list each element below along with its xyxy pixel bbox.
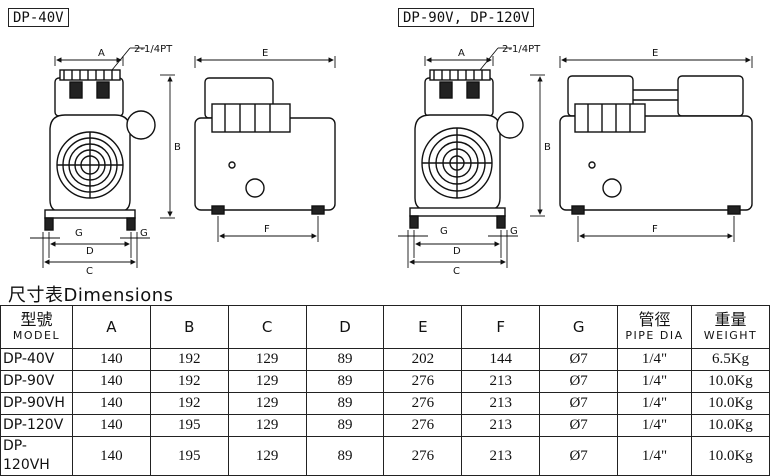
dim-b-label-left: B (174, 142, 181, 153)
cell-weight: 10.0Kg (690, 370, 771, 393)
table-row: DP-120V 140 195 129 89 276 213 Ø7 1/4" 1… (0, 414, 771, 437)
header-pipe-sub: PIPE DIA (625, 329, 684, 342)
drawing-label-dp40v: DP-40V (8, 8, 69, 27)
dim-d-label-right: D (453, 246, 461, 257)
cell-g: Ø7 (539, 348, 619, 371)
header-weight: 重量 WEIGHT (690, 305, 771, 349)
cell-pipe: 1/4" (617, 348, 692, 371)
cell-weight: 6.5Kg (690, 348, 771, 371)
cell-pipe: 1/4" (617, 414, 692, 437)
cell-a: 140 (71, 414, 151, 437)
header-f: F (461, 305, 541, 349)
cell-f: 213 (461, 414, 541, 437)
cell-model: DP-120V (0, 414, 73, 437)
cell-a: 140 (71, 348, 151, 371)
dim-d-label-left: D (86, 246, 94, 257)
cell-c: 129 (227, 392, 307, 415)
dim-e-label-right: E (652, 48, 658, 59)
header-model-sub: MODEL (12, 329, 61, 342)
cell-a: 140 (71, 392, 151, 415)
cell-pipe: 1/4" (617, 392, 692, 415)
header-pipe-main: 管徑 (638, 310, 671, 329)
dim-f-label-right: F (652, 224, 658, 235)
drawing-label-dp90v-dp120v: DP-90V, DP-120V (398, 8, 535, 27)
cell-e: 276 (383, 392, 463, 415)
cell-model: DP-90VH (0, 392, 73, 415)
dim-f-label-left: F (264, 224, 270, 235)
cell-e: 276 (383, 370, 463, 393)
header-e: E (383, 305, 463, 349)
cell-b: 195 (149, 414, 229, 437)
header-pipe-dia: 管徑 PIPE DIA (617, 305, 692, 349)
cell-d: 89 (305, 436, 385, 476)
header-g: G (539, 305, 619, 349)
header-d: D (305, 305, 385, 349)
cell-model: DP-40V (0, 348, 73, 371)
cell-d: 89 (305, 370, 385, 393)
table-row: DP-90VH 140 192 129 89 276 213 Ø7 1/4" 1… (0, 392, 771, 415)
dim-g-label-left-2: G (140, 228, 148, 239)
dimensions-table: 型號 MODEL A B C D E F G 管徑 PIPE DIA 重量 WE… (0, 305, 771, 476)
dim-a-label-right: A (458, 48, 465, 59)
cell-model: DP-90V (0, 370, 73, 393)
cell-c: 129 (227, 348, 307, 371)
dim-g-label-right-1: G (440, 226, 448, 237)
cell-b: 192 (149, 392, 229, 415)
table-row: DP-40V 140 192 129 89 202 144 Ø7 1/4" 6.… (0, 348, 771, 371)
dim-c-label-right: C (453, 266, 460, 277)
header-a: A (71, 305, 151, 349)
cell-weight: 10.0Kg (690, 414, 771, 437)
cell-weight: 10.0Kg (690, 392, 771, 415)
header-weight-main: 重量 (714, 310, 747, 329)
table-row: DP-90V 140 192 129 89 276 213 Ø7 1/4" 10… (0, 370, 771, 393)
port-label-right: 2-1/4PT (502, 44, 541, 55)
cell-a: 140 (71, 370, 151, 393)
cell-pipe: 1/4" (617, 436, 692, 476)
cell-b: 192 (149, 348, 229, 371)
technical-drawings: A 2-1/4PT B G G D C E F (30, 44, 753, 277)
cell-weight: 10.0Kg (690, 436, 771, 476)
dim-g-label-left-1: G (75, 228, 83, 239)
cell-d: 89 (305, 414, 385, 437)
cell-c: 129 (227, 414, 307, 437)
dp40v-side-view (194, 77, 336, 215)
dp90v-side-view (559, 75, 753, 215)
header-b: B (149, 305, 229, 349)
cell-g: Ø7 (539, 414, 619, 437)
cell-d: 89 (305, 348, 385, 371)
cell-c: 129 (227, 370, 307, 393)
cell-c: 129 (227, 436, 307, 476)
table-header-row: 型號 MODEL A B C D E F G 管徑 PIPE DIA 重量 WE… (0, 305, 771, 349)
cell-d: 89 (305, 392, 385, 415)
header-weight-sub: WEIGHT (703, 329, 758, 342)
dp90v-front-view (409, 69, 524, 229)
cell-g: Ø7 (539, 392, 619, 415)
cell-f: 144 (461, 348, 541, 371)
cell-e: 276 (383, 414, 463, 437)
dimensions-section-title: 尺寸表Dimensions (8, 285, 174, 306)
header-model-main: 型號 (20, 310, 53, 329)
dim-a-label-left: A (98, 48, 105, 59)
cell-pipe: 1/4" (617, 370, 692, 393)
dp40v-front-view (44, 69, 156, 231)
cell-e: 202 (383, 348, 463, 371)
cell-g: Ø7 (539, 370, 619, 393)
dim-c-label-left: C (86, 266, 93, 277)
dim-b-label-right: B (544, 142, 551, 153)
cell-b: 195 (149, 436, 229, 476)
dim-g-label-right-2: G (510, 226, 518, 237)
cell-a: 140 (71, 436, 151, 476)
header-model: 型號 MODEL (0, 305, 73, 349)
cell-b: 192 (149, 370, 229, 393)
header-c: C (227, 305, 307, 349)
dim-e-label-left: E (262, 48, 268, 59)
port-label-left: 2-1/4PT (134, 44, 173, 55)
cell-f: 213 (461, 392, 541, 415)
cell-f: 213 (461, 370, 541, 393)
